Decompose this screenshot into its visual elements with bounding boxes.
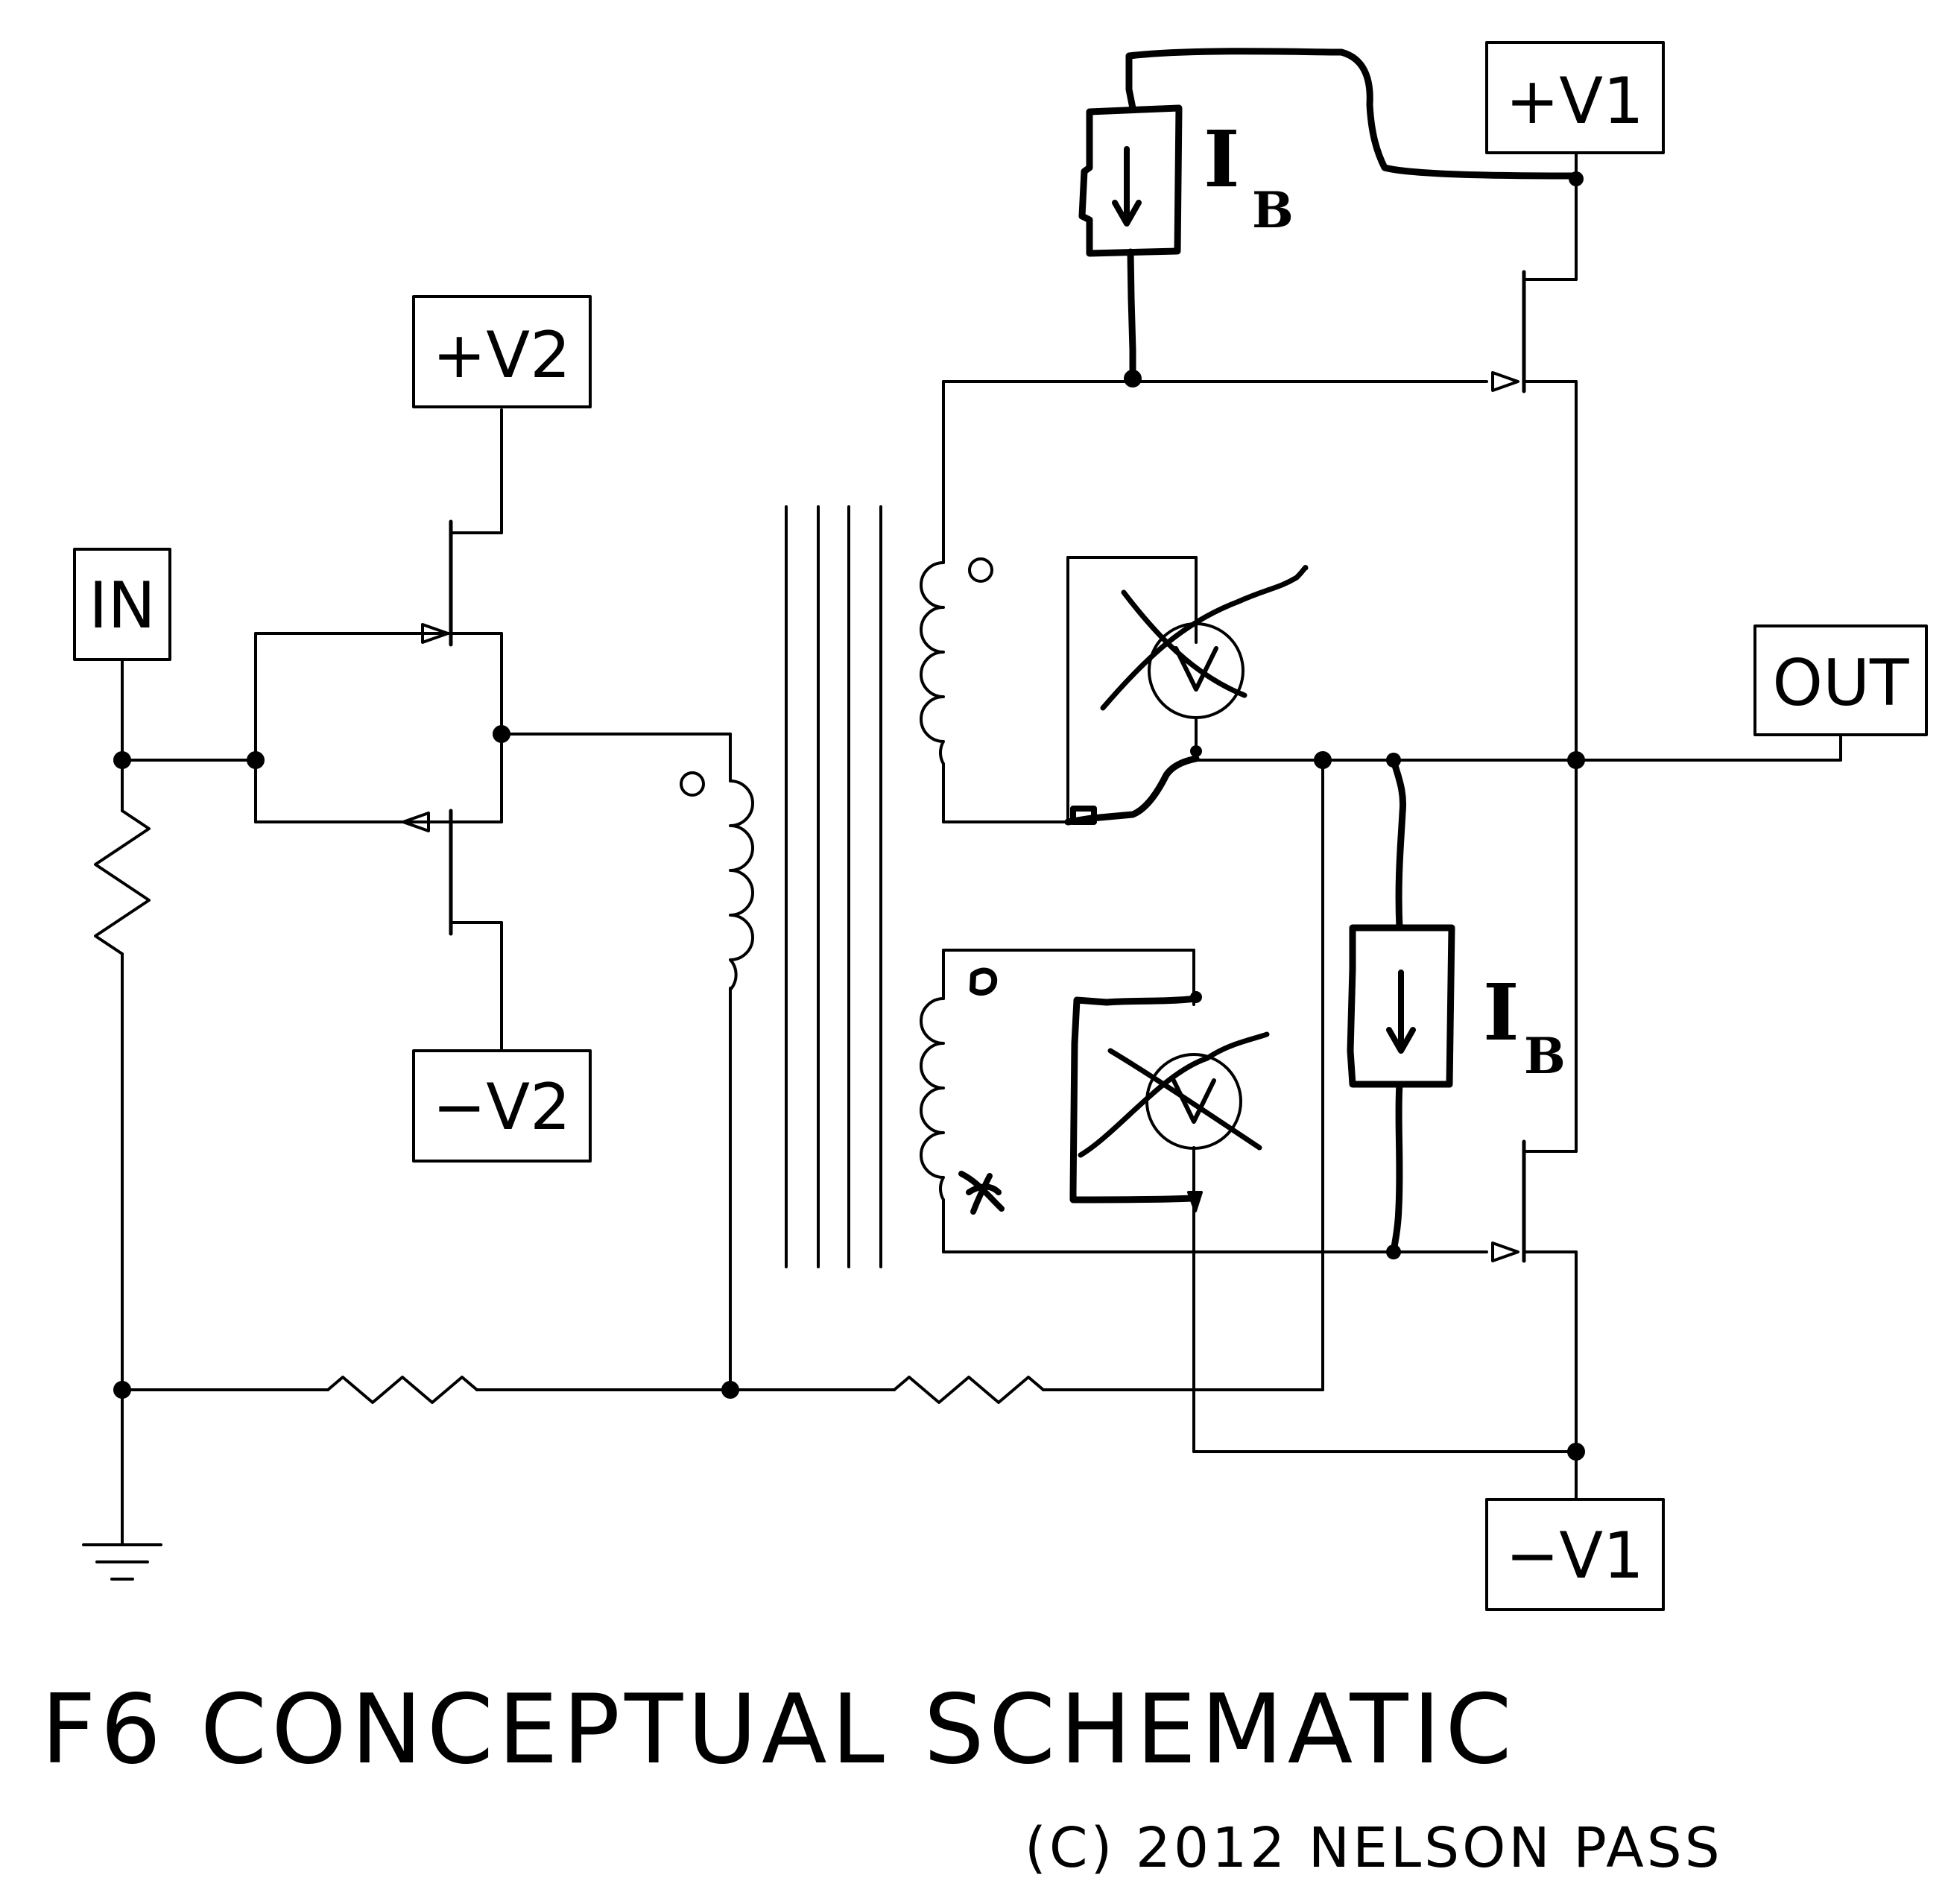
driver-n-jfet [421, 408, 503, 736]
upper-current-source-box [1078, 104, 1183, 257]
output-label: OUT [1772, 646, 1909, 721]
driver-output-wire [500, 733, 732, 782]
lower-mosfet-arrow [1491, 1242, 1519, 1262]
driver-p-gate-arrow [402, 812, 430, 832]
lower-secondary-dot-scribble [970, 967, 998, 996]
primary-phase-dot [680, 771, 705, 797]
neg-v1-label: −V1 [1505, 1519, 1644, 1593]
lower-ib-subscript: B [1524, 1027, 1566, 1085]
output-terminal: OUT [1753, 624, 1928, 736]
driver-n-gate-arrow [421, 623, 449, 644]
input-wires [94, 658, 257, 1391]
upper-v-glyph [1174, 646, 1218, 692]
upper-current-arrow [1112, 146, 1142, 227]
neg-v1-terminal: −V1 [1485, 1498, 1665, 1611]
feedback-network [121, 1376, 1324, 1404]
transformer-lower-secondary [920, 949, 1195, 1253]
lower-current-arrow [1386, 970, 1416, 1054]
neg-v2-label: −V2 [432, 1070, 571, 1145]
input-resistor-symbol [94, 809, 151, 955]
pos-v1-label: +V1 [1505, 64, 1644, 139]
upper-cross-scribble-2 [1121, 589, 1247, 698]
upper-mosfet-arrow [1491, 371, 1519, 392]
lower-current-source-box [1347, 924, 1455, 1088]
neg-v1-return-wire [1192, 1146, 1578, 1453]
upper-secondary-phase-dot [968, 557, 993, 583]
upper-cross-scribble-1 [1100, 565, 1309, 711]
upper-current-source: I B [1078, 48, 1584, 385]
transformer-upper-secondary [920, 380, 1069, 823]
transformer-core [785, 505, 882, 1268]
output-node-wires [1195, 733, 1842, 1391]
feedback-resistor-1 [326, 1376, 478, 1404]
lower-cross-scribble-2 [1107, 1048, 1262, 1151]
transformer-primary-winding [680, 771, 754, 1391]
lower-current-source: I B [1347, 753, 1566, 1259]
junction-dots [113, 370, 1585, 1461]
input-terminal: IN [73, 548, 171, 661]
pos-v2-label: +V2 [432, 318, 571, 393]
upper-bias-connection [1064, 745, 1202, 826]
upper-mosfet [1491, 171, 1578, 762]
input-label: IN [89, 569, 156, 643]
upper-ib-subscript: B [1252, 181, 1294, 239]
pos-v1-terminal: +V1 [1485, 41, 1665, 174]
schematic-title: F6 CONCEPTUAL SCHEMATIC [41, 1674, 1517, 1786]
lower-bias-box-scribble [1069, 995, 1200, 1204]
driver-p-jfet [402, 733, 503, 1052]
lower-bias-spreader [1069, 949, 1270, 1212]
ground-symbol [82, 1388, 162, 1581]
lower-secondary-crossed-dot [958, 1171, 1005, 1215]
neg-v2-terminal: −V2 [412, 1049, 592, 1163]
lower-cross-scribble-1 [1078, 1031, 1270, 1158]
lower-mosfet [1491, 759, 1578, 1501]
upper-bias-spreader [1066, 556, 1309, 823]
copyright-credit: (C) 2012 NELSON PASS [1025, 1816, 1723, 1880]
lower-ib-label: I [1483, 967, 1519, 1058]
upper-ib-label: I [1204, 113, 1240, 205]
feedback-resistor-2 [893, 1376, 1045, 1404]
driver-wires [254, 632, 452, 823]
pos-v2-terminal: +V2 [412, 295, 592, 408]
